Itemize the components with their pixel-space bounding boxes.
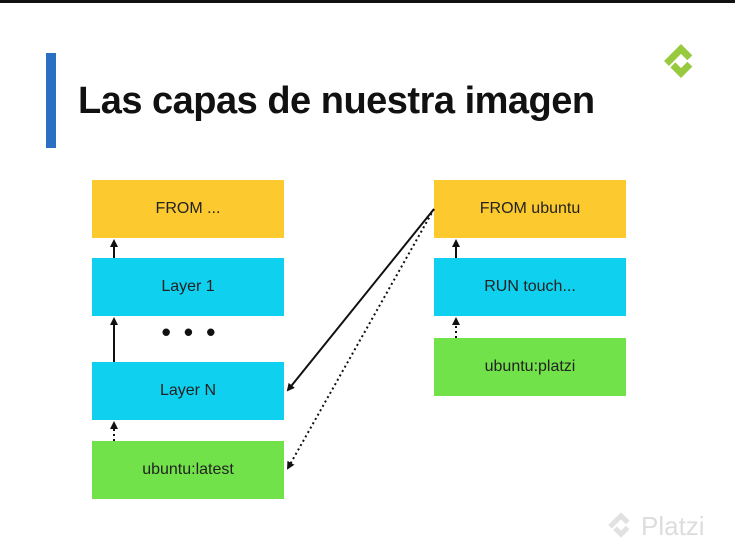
left-layer-1: Layer 1 xyxy=(92,258,284,316)
arrow-from-ubuntu-to-base xyxy=(287,208,435,470)
right-layer-run: RUN touch... xyxy=(434,258,626,316)
platzi-logo-icon xyxy=(664,44,693,78)
left-layer-from-label: FROM ... xyxy=(155,200,221,217)
right-layer-from-label: FROM ubuntu xyxy=(479,200,581,217)
top-rule xyxy=(0,0,735,3)
slide-title: Las capas de nuestra imagen xyxy=(78,80,595,122)
right-image-platzi: ubuntu:platzi xyxy=(434,338,626,396)
arrow-from-ubuntu-to-layern xyxy=(286,208,435,392)
right-layer-run-label: RUN touch... xyxy=(484,278,576,295)
left-base-image: ubuntu:latest xyxy=(92,441,284,499)
left-layer-n: Layer N xyxy=(92,362,284,420)
title-accent-bar xyxy=(46,53,56,148)
watermark-text: Platzi xyxy=(641,511,705,541)
right-image-platzi-label: ubuntu:platzi xyxy=(484,358,576,375)
left-layer-from: FROM ... xyxy=(92,180,284,238)
left-base-image-label: ubuntu:latest xyxy=(142,461,234,478)
left-layer-n-label: Layer N xyxy=(159,382,217,399)
watermark-logo-icon xyxy=(608,512,630,538)
right-layer-from: FROM ubuntu xyxy=(434,180,626,238)
left-layer-1-label: Layer 1 xyxy=(161,278,215,295)
ellipsis: • • • xyxy=(161,317,219,347)
